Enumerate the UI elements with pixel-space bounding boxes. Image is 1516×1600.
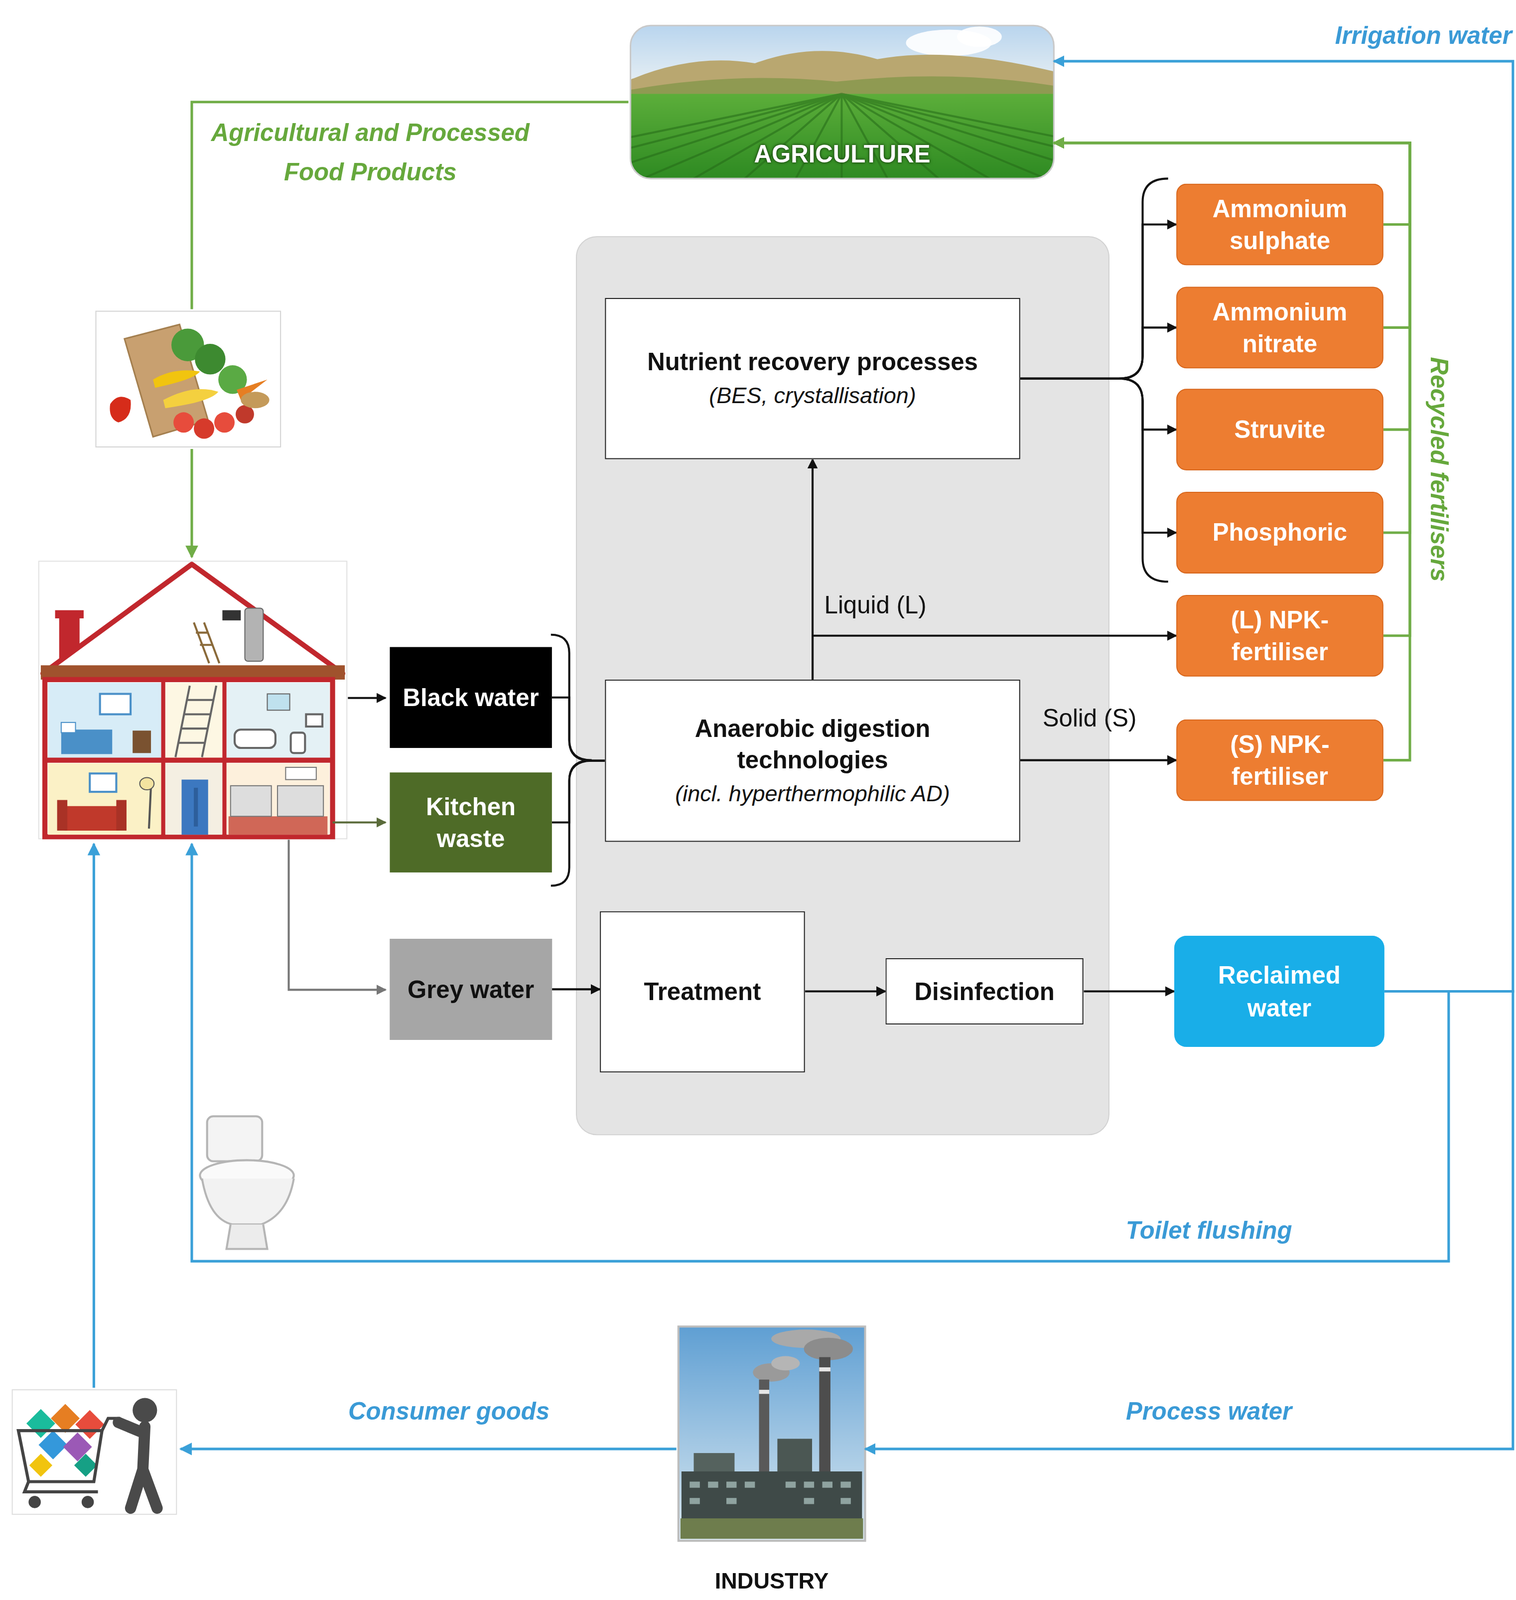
connector bbox=[1083, 989, 1175, 992]
flow-label: Consumer goods bbox=[326, 1394, 571, 1427]
node-subtitle: (BES, crystallisation) bbox=[708, 381, 917, 412]
connector bbox=[1053, 61, 1514, 992]
house-outflow-line bbox=[347, 696, 386, 699]
connector bbox=[1020, 378, 1177, 430]
node-title: Treatment bbox=[643, 975, 761, 1008]
node-title: Black water bbox=[402, 681, 539, 714]
waste-stream-box: Grey water bbox=[389, 938, 552, 1040]
connector bbox=[1020, 759, 1177, 762]
house-outflow-line bbox=[288, 839, 387, 990]
house-outflow-line bbox=[332, 821, 386, 824]
node-title: AGRICULTURE bbox=[753, 139, 931, 169]
process-box: Treatment bbox=[599, 911, 806, 1073]
photo-frame bbox=[630, 25, 1055, 179]
node-title: Disinfection bbox=[914, 975, 1055, 1008]
fertiliser-box: Ammonium nitrate bbox=[1176, 286, 1384, 369]
connector bbox=[865, 990, 1514, 1449]
node-title: Grey water bbox=[407, 972, 535, 1005]
node-title: INDUSTRY bbox=[714, 1569, 829, 1594]
node-title: Kitchen waste bbox=[404, 790, 538, 855]
node-title: Ammonium sulphate bbox=[1189, 192, 1371, 257]
groceries-illustration bbox=[95, 311, 281, 447]
connector bbox=[1020, 378, 1177, 533]
node-title: Anaerobic digestion technologies bbox=[659, 711, 966, 776]
fertiliser-box: Ammonium sulphate bbox=[1176, 183, 1384, 266]
node-title: Ammonium nitrate bbox=[1189, 295, 1371, 360]
connector bbox=[1053, 142, 1410, 636]
consumer-goods-line bbox=[180, 1447, 677, 1450]
node-title: Nutrient recovery processes bbox=[647, 345, 978, 378]
process-box: Disinfection bbox=[885, 958, 1084, 1025]
process-panel bbox=[576, 236, 1109, 1135]
fertiliser-box: Struvite bbox=[1176, 388, 1384, 471]
flow-label: Toilet flushing bbox=[1102, 1214, 1317, 1246]
edge-label: Irrigation water bbox=[1285, 19, 1513, 52]
fertiliser-box: (L) NPK-fertiliser bbox=[1176, 594, 1384, 677]
node-title: Phosphoric bbox=[1212, 516, 1348, 549]
edge-label: Process water bbox=[1102, 1394, 1317, 1427]
edge-label: Recycled fertilisers bbox=[1423, 357, 1456, 582]
photo-node: AGRICULTURE bbox=[630, 25, 1055, 179]
goods-to-house-line bbox=[92, 843, 96, 1388]
toilet-flushing-line bbox=[191, 843, 1449, 1262]
food-flow-line bbox=[191, 102, 629, 310]
connector bbox=[805, 989, 886, 992]
node-title: Reclaimed water bbox=[1204, 959, 1354, 1024]
waste-stream-box: Black water bbox=[389, 646, 552, 748]
industry-photo bbox=[678, 1326, 866, 1541]
connector bbox=[551, 760, 605, 823]
node-title: Struvite bbox=[1234, 413, 1326, 446]
flow-label: Agricultural and Processed Food Products bbox=[198, 112, 542, 192]
connector bbox=[1053, 142, 1410, 533]
node-title: (L) NPK-fertiliser bbox=[1189, 603, 1371, 668]
connector bbox=[1053, 142, 1410, 761]
waste-stream-box: Kitchen waste bbox=[389, 772, 552, 873]
connector bbox=[551, 697, 605, 761]
connector bbox=[1020, 327, 1177, 379]
food-flow-line bbox=[190, 448, 193, 557]
connector bbox=[551, 987, 600, 990]
node-subtitle: (incl. hyperthermophilic AD) bbox=[675, 779, 951, 810]
node-title: (S) NPK-fertiliser bbox=[1189, 728, 1371, 793]
connector bbox=[1053, 142, 1410, 430]
shopper-illustration bbox=[12, 1389, 177, 1515]
photo-node: INDUSTRY bbox=[678, 1326, 866, 1594]
edge-label: Liquid (L) bbox=[824, 588, 927, 621]
connector bbox=[1020, 224, 1177, 379]
fertiliser-box: Phosphoric bbox=[1176, 491, 1384, 574]
connector bbox=[812, 635, 1177, 680]
toilet-illustration bbox=[199, 1115, 294, 1249]
edge-label: Solid (S) bbox=[1042, 701, 1137, 734]
process-box: Nutrient recovery processes(BES, crystal… bbox=[604, 297, 1020, 460]
output-box: Reclaimed water bbox=[1174, 935, 1385, 1047]
agriculture-photo bbox=[630, 25, 1055, 179]
process-box: Anaerobic digestion technologies(incl. h… bbox=[604, 679, 1020, 842]
fertiliser-box: (S) NPK-fertiliser bbox=[1176, 719, 1384, 802]
house-illustration bbox=[38, 560, 347, 839]
